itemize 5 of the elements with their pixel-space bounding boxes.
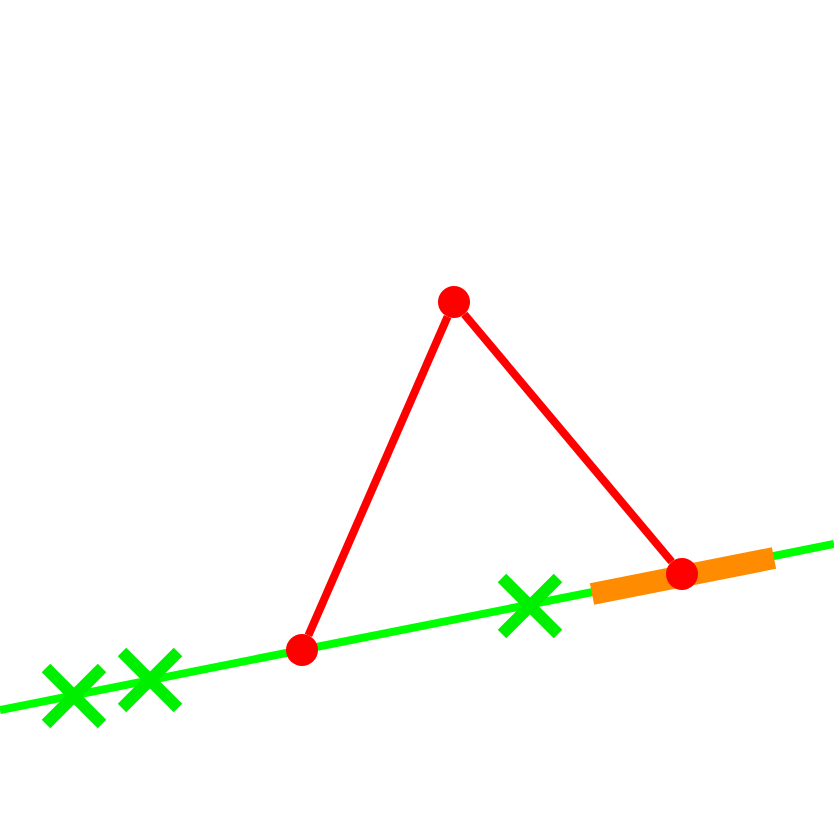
joint-dot xyxy=(286,634,318,666)
joint-dot xyxy=(438,286,470,318)
link-line xyxy=(461,311,675,565)
link-line xyxy=(304,315,452,637)
joint-dot xyxy=(666,558,698,590)
